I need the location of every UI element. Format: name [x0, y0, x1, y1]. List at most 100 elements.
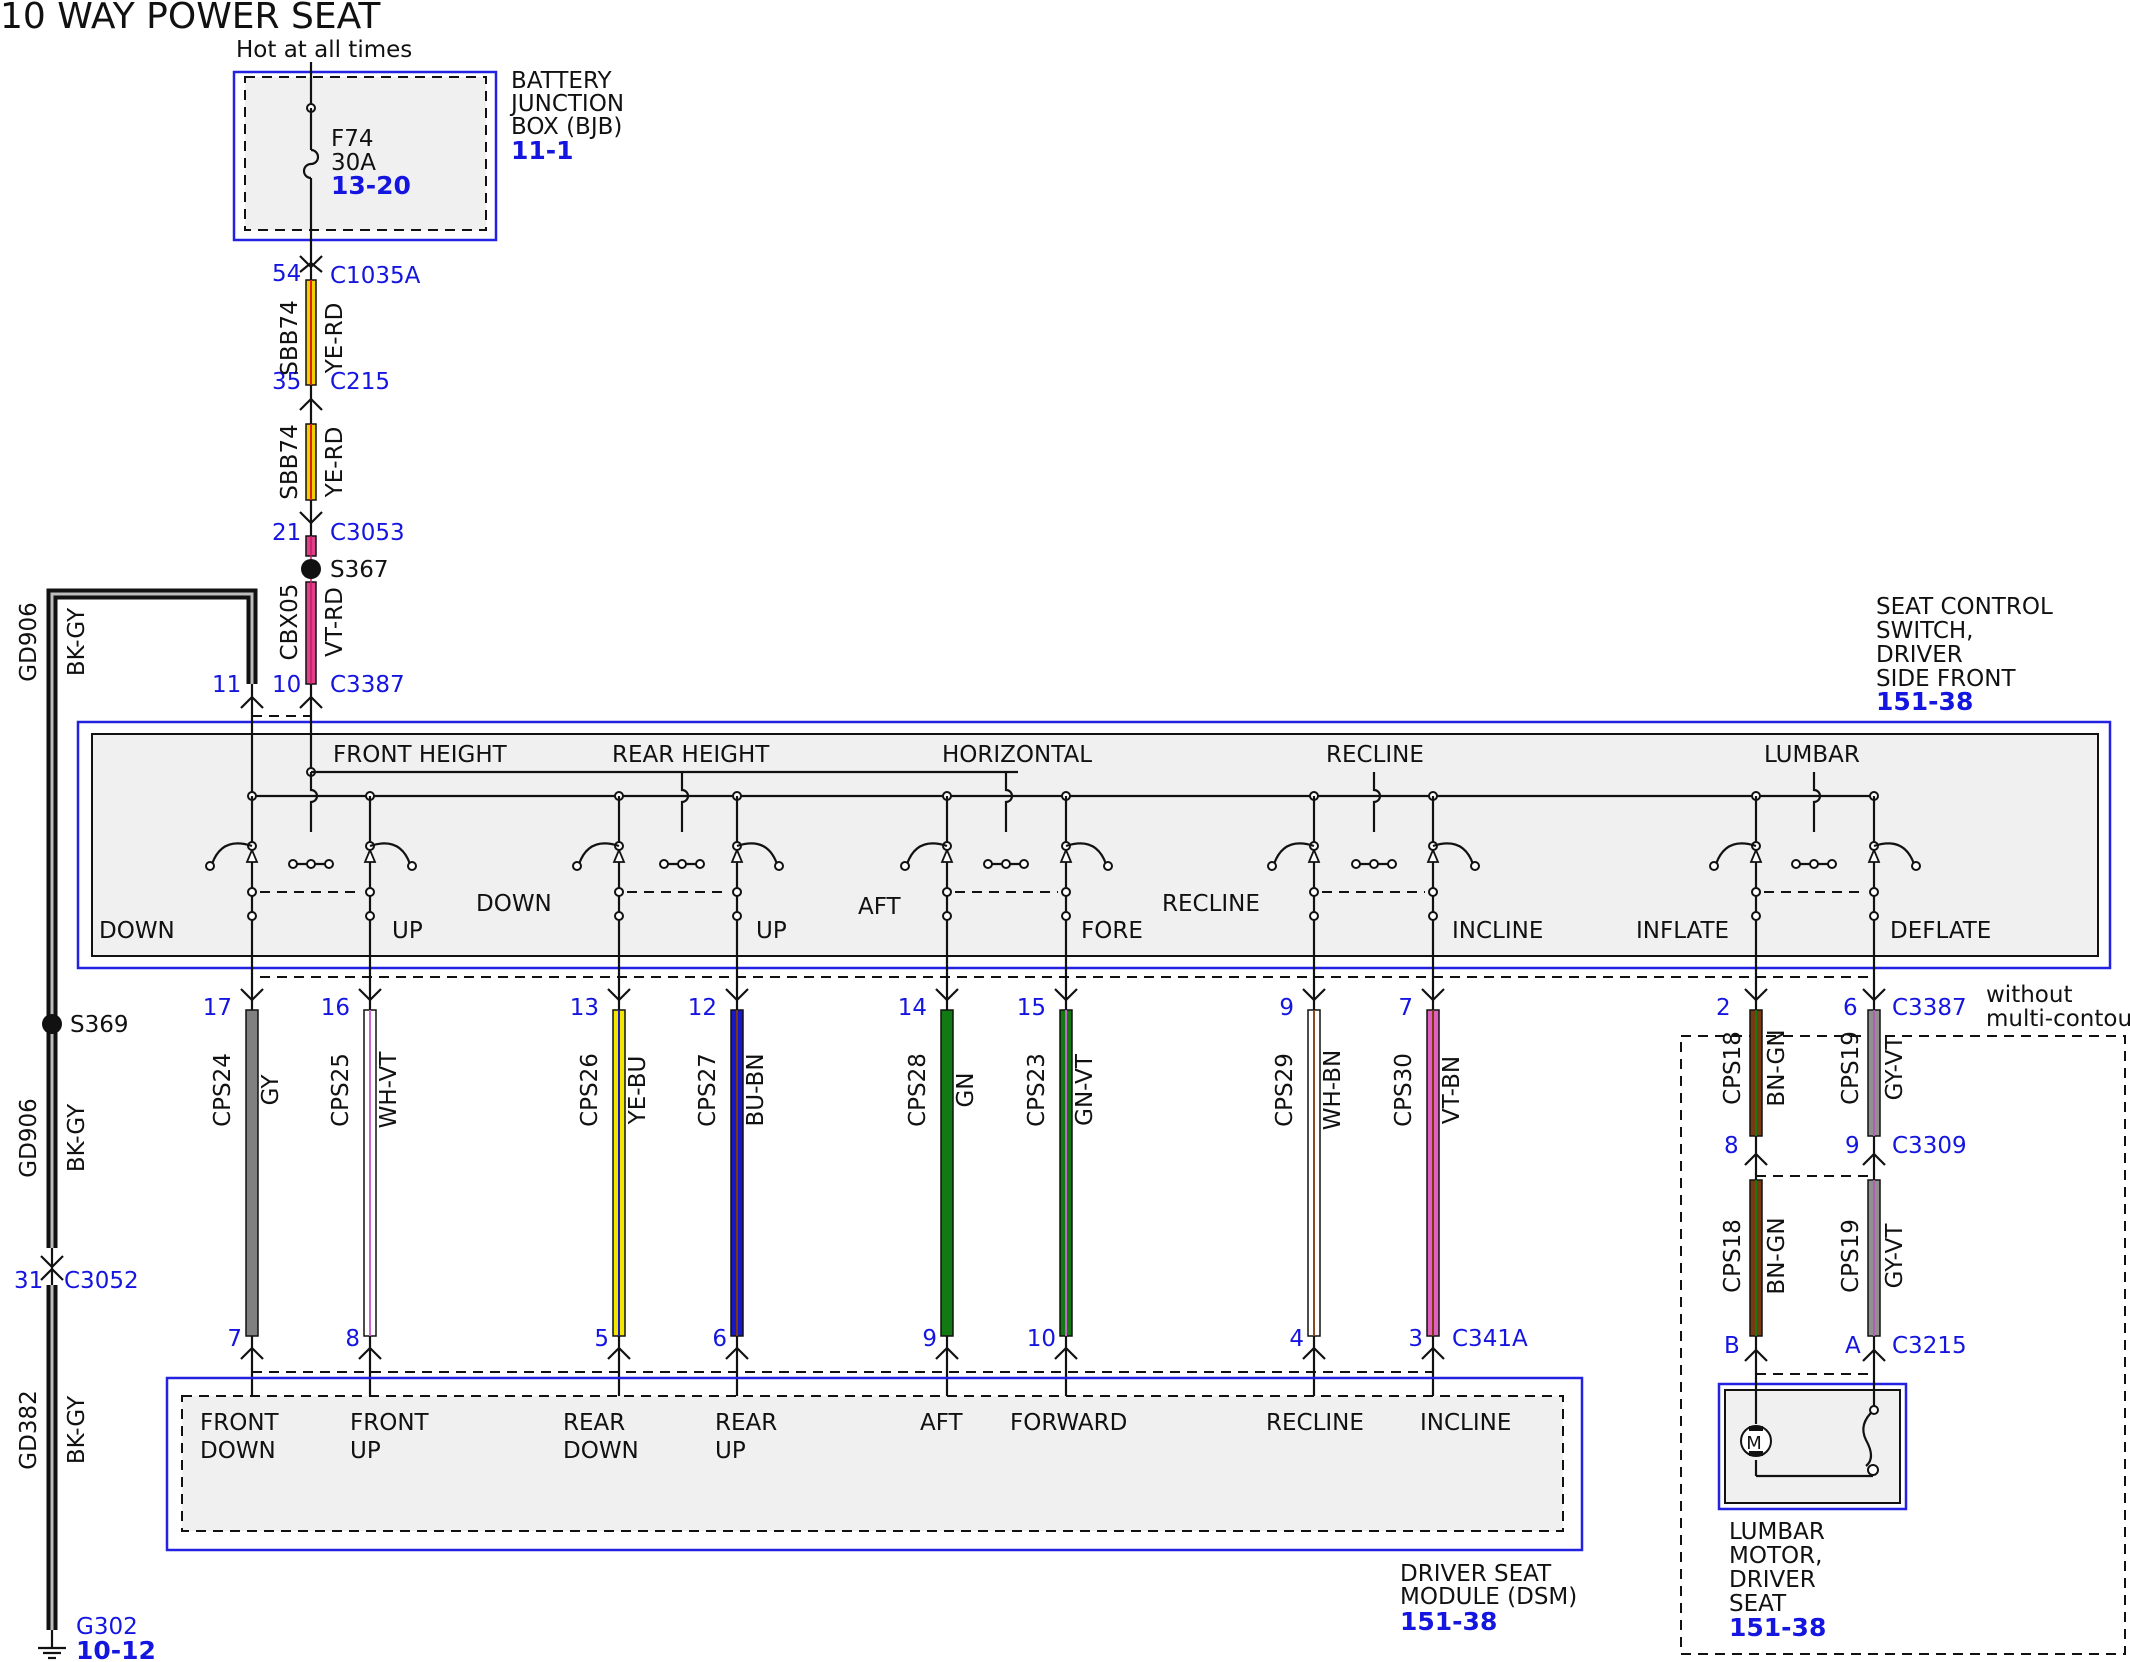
lumbar-wire-2-color-upper: GY-VT: [1882, 1035, 1908, 1101]
feed-pin-11: 11: [212, 672, 241, 698]
feed-pin-10: 10: [272, 672, 301, 698]
ground-wire-2-circuit: GD906: [16, 1098, 42, 1177]
lumbar-mid-pin-9: 9: [1845, 1133, 1860, 1159]
switch-wire-cps28: [935, 988, 959, 1396]
dsm-input-6-line-1: FORWARD: [1010, 1410, 1127, 1436]
switch-wire-top-pin-15: 15: [1017, 995, 1046, 1021]
switch-internal-contact-4: [1351, 772, 1397, 869]
switch-wire-color-cps24: GY: [258, 1074, 284, 1106]
feed-wire-2-circuit: SBB74: [277, 424, 303, 499]
dsm-input-1-line-1: FRONT: [200, 1410, 280, 1436]
switch-wire-top-pin-16: 16: [321, 995, 350, 1021]
switch-wire-color-cps23: GN-VT: [1072, 1053, 1098, 1126]
switch-wire-bottom-pin-5: 5: [594, 1326, 609, 1352]
switch-ref-link[interactable]: 151-38: [1876, 687, 1973, 716]
switch-lumbar-deflate-label: DEFLATE: [1890, 918, 1991, 944]
switch-wire-top-pin-9: 9: [1279, 995, 1294, 1021]
hot-at-all-times-label: Hot at all times: [236, 37, 412, 63]
feed-connector-c1035a: C1035A: [330, 263, 421, 289]
switch-rear-height-up-label: UP: [756, 918, 787, 944]
dsm-name-line-2: MODULE (DSM): [1400, 1584, 1577, 1610]
lumbar-motor-name-line-3: DRIVER: [1729, 1567, 1816, 1593]
dsm-ref-link[interactable]: 151-38: [1400, 1607, 1497, 1636]
lumbar-mid-pin-8: 8: [1724, 1133, 1739, 1159]
feed-connector-c3053: C3053: [330, 520, 405, 546]
lumbar-mid-connector-c3309: C3309: [1892, 1133, 1967, 1159]
switch-wire-circuit-cps24: CPS24: [210, 1053, 236, 1127]
dsm-input-2-line-1: FRONT: [350, 1410, 430, 1436]
lumbar-option-line-1: without: [1986, 982, 2072, 1008]
bjb-name-line-3: BOX (BJB): [511, 114, 622, 140]
battery-junction-box: [232, 70, 498, 242]
switch-wire-cps29: [1302, 988, 1326, 1396]
ground-connector-c3052: C3052: [64, 1268, 139, 1294]
switch-wire-circuit-cps26: CPS26: [577, 1053, 603, 1127]
lumbar-motor: [1717, 1364, 1908, 1511]
dsm-input-5-line-1: AFT: [920, 1410, 964, 1436]
feed-wire-1: [305, 279, 317, 386]
ground-wire-2-color: BK-GY: [64, 1103, 90, 1172]
lumbar-wire-2-color-lower: GY-VT: [1882, 1223, 1908, 1289]
dsm-name-line-1: DRIVER SEAT: [1400, 1561, 1552, 1587]
lumbar-motor-name-line-4: SEAT: [1729, 1591, 1787, 1617]
lumbar-motor-ref-link[interactable]: 151-38: [1729, 1613, 1826, 1642]
switch-contact-4: [730, 791, 784, 994]
bjb-name-line-1: BATTERY: [511, 68, 612, 94]
feed-pin-35: 35: [272, 369, 301, 395]
ground-pin-31: 31: [14, 1268, 43, 1294]
switch-wire-circuit-cps30: CPS30: [1391, 1053, 1417, 1127]
switch-wire-cps25: [358, 988, 382, 1396]
ground-ref-link[interactable]: 10-12: [76, 1636, 156, 1662]
lumbar-motor-symbol: M: [1746, 1433, 1762, 1454]
switch-wire-color-cps29: WH-BN: [1320, 1050, 1346, 1131]
switch-name-line-2: SWITCH,: [1876, 618, 1974, 644]
switch-wire-cps30: [1421, 988, 1445, 1396]
lumbar-wires: [1744, 988, 1886, 1375]
fuse-f74: [302, 62, 320, 258]
switch-rear-height-down-label: DOWN: [476, 891, 552, 917]
lumbar-wire-cps18: [1744, 988, 1768, 1364]
switch-internals: [205, 716, 1921, 994]
switch-wire-top-pin-7: 7: [1398, 995, 1413, 1021]
switch-wire-color-cps27: BU-BN: [743, 1053, 769, 1126]
diagram-title: 10 WAY POWER SEAT: [0, 0, 381, 37]
fuse-ref-link[interactable]: 13-20: [331, 171, 411, 200]
lumbar-wire-2-circuit-upper: CPS19: [1838, 1031, 1864, 1105]
lumbar-bottom-connector-c3215: C3215: [1892, 1333, 1967, 1359]
feed-pin-54: 54: [272, 261, 301, 287]
splice-s367-dot: [301, 559, 321, 579]
bjb-ref-link[interactable]: 11-1: [511, 136, 574, 165]
splice-s369-dot: [42, 1014, 62, 1034]
dsm-input-1-line-2: DOWN: [200, 1438, 276, 1464]
switch-group-lumbar: LUMBAR: [1764, 742, 1860, 768]
switch-contact-1: [205, 791, 362, 994]
ground-g302-label: G302: [76, 1614, 138, 1640]
switch-contact-5: [900, 791, 1058, 994]
lumbar-wire-1-color-upper: BN-GN: [1764, 1029, 1790, 1106]
switch-internal-contact-5: [1791, 772, 1837, 869]
feed-pin-21: 21: [272, 520, 301, 546]
fuse-name: F74: [331, 126, 374, 152]
feed-connector-c3387: C3387: [330, 672, 405, 698]
splice-s367-label: S367: [330, 557, 389, 583]
lumbar-option-boundary: [1680, 1035, 2126, 1655]
switch-contact-10: [1867, 791, 1921, 994]
switch-wire-top-pin-13: 13: [570, 995, 599, 1021]
switch-wire-bottom-pin-3: 3: [1408, 1326, 1423, 1352]
lumbar-wire-1-circuit-lower: CPS18: [1720, 1219, 1746, 1293]
bjb-name-line-2: JUNCTION: [509, 91, 624, 117]
switch-name-line-4: SIDE FRONT: [1876, 666, 2016, 692]
switch-wire-bottom-pin-4: 4: [1289, 1326, 1304, 1352]
switch-horizontal-aft-label: AFT: [858, 894, 902, 920]
dsm-input-7-line-1: RECLINE: [1266, 1410, 1364, 1436]
lumbar-top-pin-6: 6: [1843, 995, 1858, 1021]
splice-s369-label: S369: [70, 1012, 129, 1038]
feed-connector-c215: C215: [330, 369, 390, 395]
lumbar-wire-2-circuit-lower: CPS19: [1838, 1219, 1864, 1293]
switch-wire-cps23: [1054, 988, 1078, 1396]
dsm-input-3-line-2: DOWN: [563, 1438, 639, 1464]
switch-wire-bottom-pin-6: 6: [712, 1326, 727, 1352]
lumbar-top-pin-2: 2: [1716, 995, 1731, 1021]
